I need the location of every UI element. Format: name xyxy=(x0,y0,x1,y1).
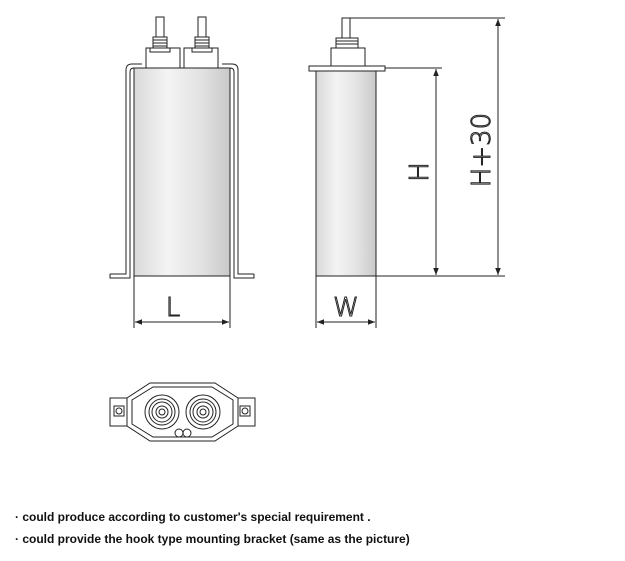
note-mounting-bracket: · could provide the hook type mounting b… xyxy=(15,532,410,546)
dimension-label-w: W xyxy=(333,293,359,323)
side-terminal-stud xyxy=(341,17,351,39)
top-terminal-left xyxy=(144,394,180,430)
side-body xyxy=(315,70,377,277)
top-view-outline xyxy=(126,382,239,442)
side-terminal-base xyxy=(330,47,366,67)
front-view xyxy=(109,16,255,328)
mounting-ear-right xyxy=(237,397,256,427)
side-view xyxy=(308,17,505,328)
top-view xyxy=(109,382,256,442)
capacitor-body xyxy=(133,67,231,277)
capacitor-technical-drawing: L W H H+30 xyxy=(109,16,505,442)
dimension-label-h: H xyxy=(405,162,435,182)
dimension-label-l: L xyxy=(166,293,181,323)
side-flange xyxy=(308,65,386,72)
mounting-ear-left xyxy=(109,397,128,427)
top-terminal-right xyxy=(185,394,221,430)
vent-hole-right xyxy=(182,428,192,438)
vent-hole-left xyxy=(174,428,184,438)
note-custom-requirement: · could produce according to customer's … xyxy=(15,510,371,524)
dimension-label-h-plus-30: H+30 xyxy=(467,113,497,187)
terminal-left xyxy=(149,16,171,53)
terminal-right xyxy=(191,16,213,53)
